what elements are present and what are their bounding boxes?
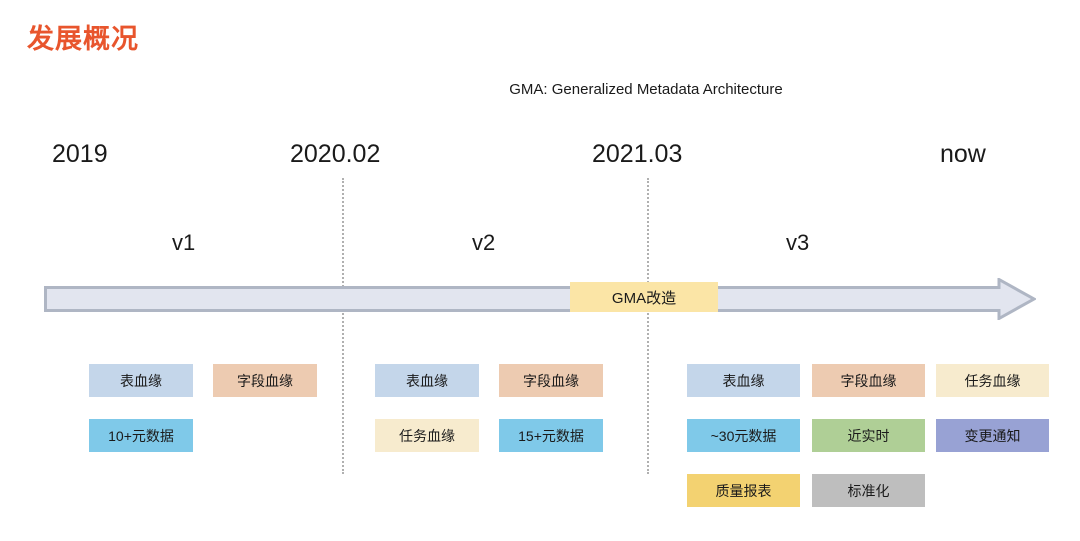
feature-chip-v2-3: 任务血缘	[375, 419, 479, 452]
version-label-v3: v3	[786, 230, 810, 255]
feature-chip-v3-3: 任务血缘	[936, 364, 1049, 397]
era-label-2021-03: 2021.03	[592, 140, 683, 168]
feature-chip-v3-1: 表血缘	[687, 364, 800, 397]
era-label-2019: 2019	[52, 140, 108, 168]
feature-chip-v1-1: 表血缘	[89, 364, 193, 397]
timeline-arrow-shape	[44, 278, 1036, 320]
feature-chip-v2-4: 15+元数据	[499, 419, 603, 452]
page-title: 发展概况	[27, 24, 139, 54]
feature-chip-v3-8: 标准化	[812, 474, 925, 507]
version-label-v1: v1	[172, 230, 196, 255]
timeline-arrow	[44, 278, 1036, 320]
era-label-now: now	[940, 140, 986, 168]
version-label-v2: v2	[472, 230, 496, 255]
feature-chip-v1-3: 10+元数据	[89, 419, 193, 452]
gma-acronym-note: GMA: Generalized Metadata Architecture	[509, 81, 783, 98]
feature-chip-v3-4: ~30元数据	[687, 419, 800, 452]
feature-chip-v3-7: 质量报表	[687, 474, 800, 507]
feature-chip-v3-5: 近实时	[812, 419, 925, 452]
feature-chip-v3-6: 变更通知	[936, 419, 1049, 452]
era-label-2020-02: 2020.02	[290, 140, 381, 168]
phase-divider-1	[342, 178, 344, 474]
phase-divider-2	[647, 178, 649, 474]
feature-chip-v2-1: 表血缘	[375, 364, 479, 397]
feature-chip-v2-2: 字段血缘	[499, 364, 603, 397]
feature-chip-v1-2: 字段血缘	[213, 364, 317, 397]
milestone-chip-gma: GMA改造	[570, 282, 718, 312]
feature-chip-v3-2: 字段血缘	[812, 364, 925, 397]
